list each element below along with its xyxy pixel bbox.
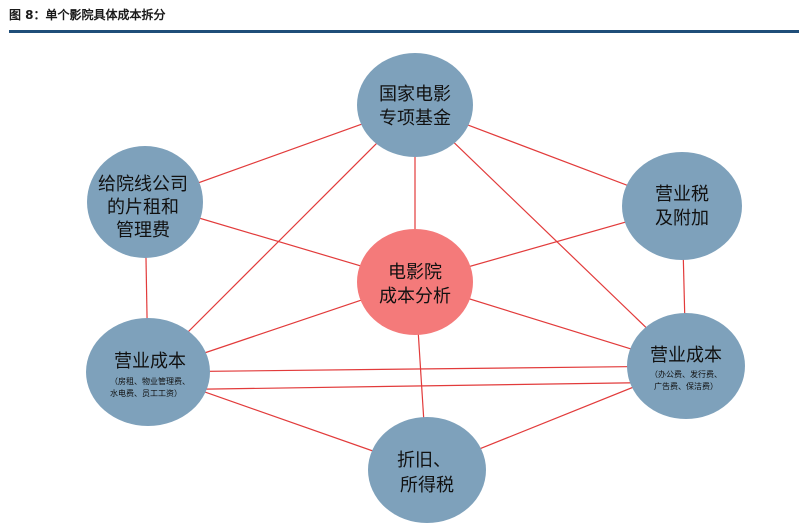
- node-op-cost-left-sub-2: 水电费、员工工资）: [110, 388, 182, 398]
- node-op-cost-left-line-1: 营业成本: [114, 351, 186, 372]
- node-op-cost-left: 营业成本 （房租、物业管理费、 水电费、员工工资）: [86, 318, 210, 426]
- node-depreciation: 折旧、 所得税: [368, 417, 486, 523]
- node-op-cost-right-sub-1: （办公费、发行费、: [650, 369, 722, 379]
- node-rent: 给院线公司 的片租和 管理费: [87, 146, 203, 258]
- node-op-cost-right-line-1: 营业成本: [650, 345, 722, 366]
- edge-opleft-opright-lower: [147, 381, 687, 391]
- edge-opleft-opright: [147, 365, 687, 373]
- node-center-line-2: 成本分析: [379, 286, 451, 307]
- node-op-cost-left-sub-1: （房租、物业管理费、: [110, 376, 190, 386]
- node-op-cost-right: 营业成本 （办公费、发行费、 广告费、保洁费）: [627, 313, 745, 419]
- node-center-circle: [357, 229, 473, 335]
- node-op-cost-right-sub-2: 广告费、保洁费）: [654, 381, 718, 391]
- node-tax-line-1: 营业税: [655, 184, 709, 205]
- node-rent-line-3: 管理费: [116, 220, 170, 241]
- node-fund-line-2: 专项基金: [379, 108, 451, 129]
- node-fund: 国家电影 专项基金: [357, 53, 473, 157]
- edge-fund-opright: [414, 104, 687, 367]
- node-center: 电影院 成本分析: [357, 229, 473, 335]
- node-tax: 营业税 及附加: [622, 152, 742, 260]
- node-center-line-1: 电影院: [388, 262, 442, 283]
- node-tax-line-2: 及附加: [655, 208, 709, 229]
- node-op-cost-left-circle: [86, 318, 210, 426]
- node-op-cost-right-circle: [627, 313, 745, 419]
- node-depreciation-line-2: 所得税: [400, 475, 454, 496]
- node-rent-circle: [87, 146, 203, 258]
- node-depreciation-circle: [368, 417, 486, 523]
- node-fund-line-1: 国家电影: [379, 84, 451, 105]
- node-rent-line-2: 的片租和: [107, 197, 179, 218]
- title-rule: [9, 30, 799, 33]
- node-fund-circle: [357, 53, 473, 157]
- node-depreciation-line-1: 折旧、: [397, 450, 451, 471]
- node-rent-line-1: 给院线公司: [98, 174, 188, 195]
- edge-fund-opleft: [147, 104, 416, 373]
- figure-title: 图 8：单个影院具体成本拆分: [9, 8, 166, 22]
- node-tax-circle: [622, 152, 742, 260]
